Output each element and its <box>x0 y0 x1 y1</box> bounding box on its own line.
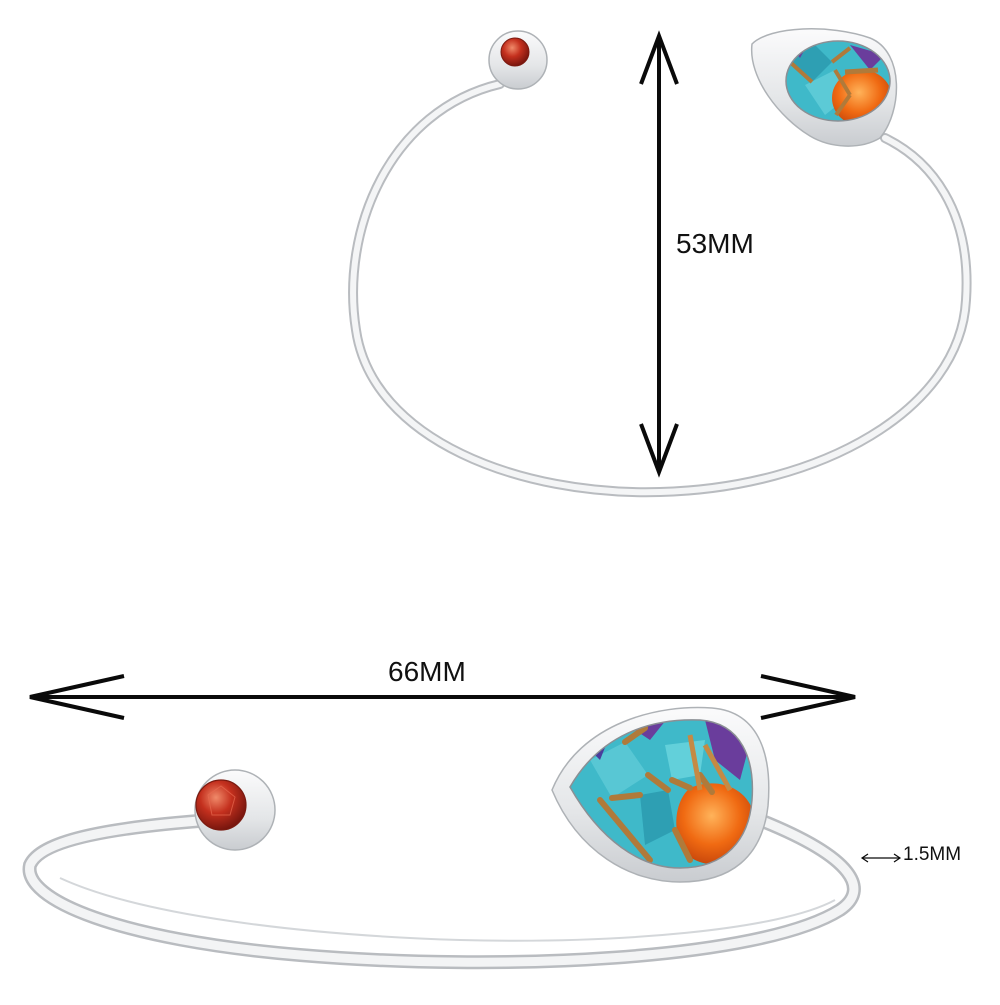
bottom-garnet-setting <box>194 769 276 851</box>
top-garnet-setting <box>488 30 548 90</box>
bottom-stone-setting <box>551 706 770 883</box>
top-bracelet <box>348 28 972 498</box>
top-stone-setting <box>751 28 898 147</box>
height-label: 53MM <box>676 228 754 259</box>
height-arrow <box>639 30 679 478</box>
bottom-bracelet <box>22 706 861 970</box>
thickness-arrow <box>860 853 902 863</box>
thickness-label: 1.5MM <box>903 844 962 865</box>
width-label: 66MM <box>388 656 466 687</box>
width-arrow <box>29 674 856 720</box>
